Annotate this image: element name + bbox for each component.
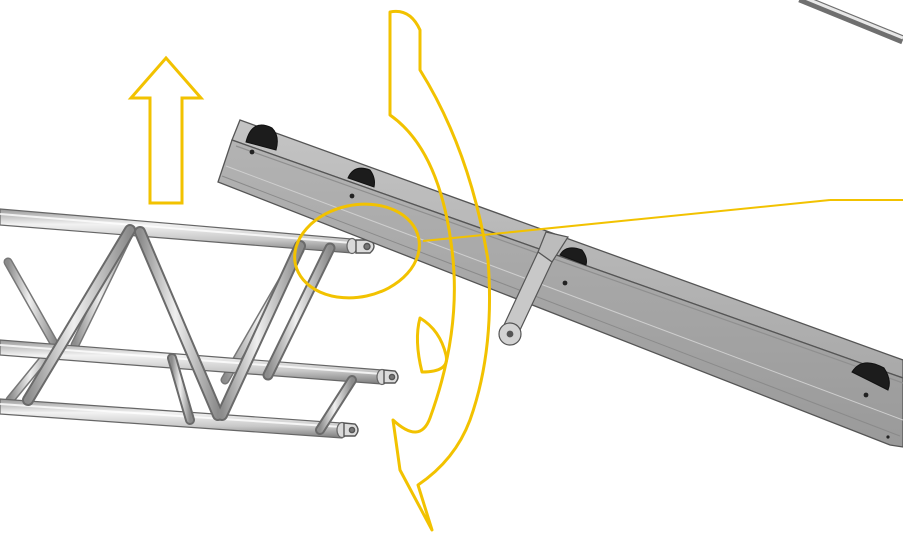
upper-tube	[798, 0, 903, 45]
truss-bottom-chord	[0, 398, 343, 439]
truss-front-diagonals-shade	[24, 226, 355, 433]
callout-leader-line	[422, 199, 831, 242]
truss-connector-lugs	[343, 239, 399, 437]
truss-segment	[0, 208, 399, 439]
rail-clamp-bracket	[498, 231, 569, 346]
truss-end-caps	[336, 237, 388, 439]
detail-highlight-circle	[293, 202, 421, 300]
rail-highlight-line	[225, 165, 903, 421]
up-arrow-icon	[127, 55, 205, 205]
guide-rail	[217, 119, 903, 448]
rail-lower-edge-line	[221, 175, 901, 437]
rail-groove-line	[235, 145, 903, 384]
rail-face	[217, 139, 903, 448]
rail-wheels	[245, 124, 890, 391]
rail-bolt-holes	[249, 149, 890, 439]
rotate-arrow-icon	[388, 9, 492, 532]
truss-front-diagonals	[22, 224, 357, 435]
